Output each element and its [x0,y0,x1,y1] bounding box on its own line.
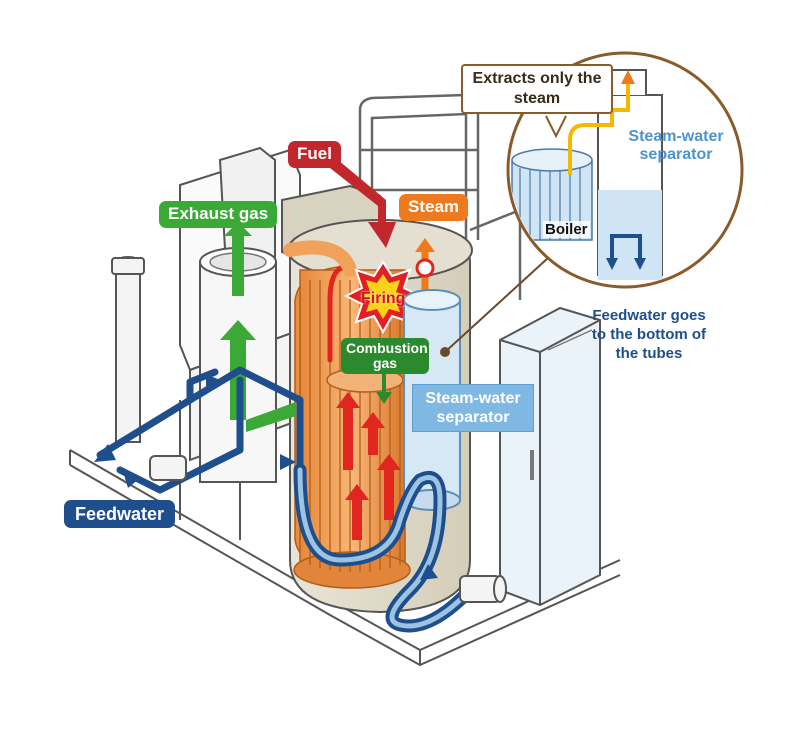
steam-water-separator-label: Steam-water separator [412,384,534,432]
inset-separator-text: Steam-water separator [628,128,724,163]
steam-label: Steam [399,194,469,221]
combustion-gas-label: Combustion gas [341,338,429,374]
feedwater-label: Feedwater [64,500,176,528]
firing-label: Firing [361,290,406,307]
feedwater-pump [149,455,507,603]
inset-separator-label: Steam-water separator [628,128,724,164]
firing-burst [343,260,423,335]
exhaust-gas-label: Exhaust gas [159,201,278,228]
inset-leader [440,257,549,357]
combustion-gas-arrows [336,392,401,540]
combustion-green-arrow [376,372,392,404]
feedwater-arrowheads [94,374,438,580]
extracts-steam-callout: Extracts only the steam [461,64,613,114]
fuel-arrow [330,160,396,248]
inset-boiler-label: Boiler [543,221,590,238]
feedwater-pipes [96,366,477,633]
feedwater-bottom-note: Feedwater goes to the bottom of the tube… [591,307,707,362]
control-cabinet [499,306,601,607]
left-column [111,256,145,443]
fuel-label: Fuel [288,141,341,168]
